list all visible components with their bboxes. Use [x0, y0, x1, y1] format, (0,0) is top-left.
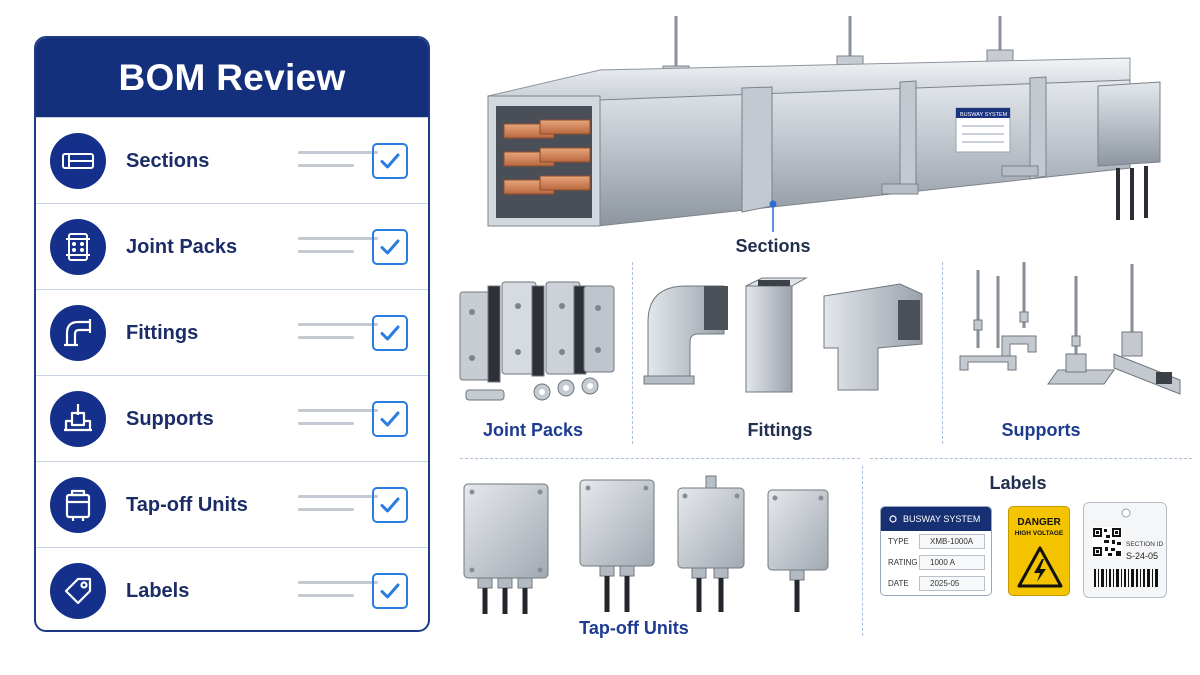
checkbox-checked[interactable] [372, 573, 408, 609]
label-row-value: 1000 A [919, 555, 985, 570]
divider [870, 458, 1192, 459]
section-id-tag: SECTION ID S-24-05 [1083, 502, 1167, 598]
bom-row-sections: Sections [36, 117, 428, 203]
tag-hole-icon [1121, 508, 1131, 518]
bom-item-label: Sections [126, 150, 210, 172]
busway-label-title: BUSWAY SYSTEM [903, 514, 981, 524]
bom-review-panel: BOM Review Sections Joint Packs Fittings [34, 36, 430, 632]
danger-subtitle: HIGH VOLTAGE [1014, 530, 1064, 537]
divider [460, 458, 860, 459]
bom-item-label: Fittings [126, 322, 199, 344]
caption-joint-packs: Joint Packs [482, 420, 584, 440]
label-row: TYPE XMB-1000A [881, 531, 991, 552]
busway-section-icon [50, 133, 106, 189]
checkbox-checked[interactable] [372, 401, 408, 437]
bom-row-tap-off-units: Tap-off Units [36, 461, 428, 547]
checkbox-checked[interactable] [372, 487, 408, 523]
busway-section-illustration: BUSWAY SYSTEM [487, 16, 1161, 232]
check-icon [380, 497, 400, 513]
divider [862, 466, 863, 636]
caption-supports: Supports [1001, 420, 1081, 440]
nameplate-title: BUSWAY SYSTEM [960, 112, 1008, 118]
danger-title: DANGER [1017, 517, 1061, 528]
check-icon [380, 239, 400, 255]
checkbox-checked[interactable] [372, 143, 408, 179]
caption-labels: Labels [989, 473, 1047, 493]
label-row-key: TYPE [888, 537, 909, 546]
panel-title: BOM Review [36, 38, 428, 117]
danger-high-voltage-label: DANGER HIGH VOLTAGE [1008, 506, 1070, 596]
caption-fittings: Fittings [747, 420, 813, 440]
placeholder-lines [298, 581, 378, 607]
bom-row-fittings: Fittings [36, 289, 428, 375]
supports-illustration [959, 262, 1181, 395]
label-row-key: RATING [888, 558, 918, 567]
section-id-caption: SECTION ID [1126, 541, 1164, 548]
check-icon [380, 411, 400, 427]
divider [632, 262, 633, 444]
label-row-key: DATE [888, 579, 909, 588]
tag-label-icon [50, 563, 106, 619]
bom-item-label: Labels [126, 580, 190, 602]
placeholder-lines [298, 151, 378, 177]
placeholder-lines [298, 495, 378, 521]
info-dot-icon [889, 515, 897, 523]
bom-row-labels: Labels [36, 547, 428, 630]
label-row: RATING 1000 A [881, 552, 991, 573]
section-id-value: S-24-05 [1126, 551, 1159, 561]
qr-code-icon [1092, 527, 1122, 557]
caption-sections: Sections [735, 236, 811, 256]
placeholder-lines [298, 237, 378, 263]
caption-tap-off-units: Tap-off Units [579, 618, 689, 638]
fittings-illustration [643, 277, 923, 393]
placeholder-lines [298, 409, 378, 435]
divider [942, 262, 943, 444]
bom-item-label: Joint Packs [126, 236, 238, 258]
check-icon [380, 153, 400, 169]
label-row-value: XMB-1000A [919, 534, 985, 549]
check-icon [380, 583, 400, 599]
support-hanger-icon [50, 391, 106, 447]
joint-packs-illustration [459, 281, 615, 401]
label-row: DATE 2025-05 [881, 573, 991, 594]
bom-item-label: Tap-off Units [126, 494, 248, 516]
tap-off-unit-icon [50, 477, 106, 533]
bom-row-joint-packs: Joint Packs [36, 203, 428, 289]
joint-pack-icon [50, 219, 106, 275]
checkbox-checked[interactable] [372, 229, 408, 265]
elbow-fitting-icon [50, 305, 106, 361]
busway-system-label: BUSWAY SYSTEM TYPE XMB-1000A RATING 1000… [880, 506, 992, 596]
checkbox-checked[interactable] [372, 315, 408, 351]
bom-item-label: Supports [126, 408, 214, 430]
high-voltage-warning-icon [1017, 546, 1063, 588]
tap-off-units-illustration [463, 475, 829, 614]
bom-row-supports: Supports [36, 375, 428, 461]
placeholder-lines [298, 323, 378, 349]
label-row-value: 2025-05 [919, 576, 985, 591]
barcode-icon [1094, 569, 1158, 587]
check-icon [380, 325, 400, 341]
